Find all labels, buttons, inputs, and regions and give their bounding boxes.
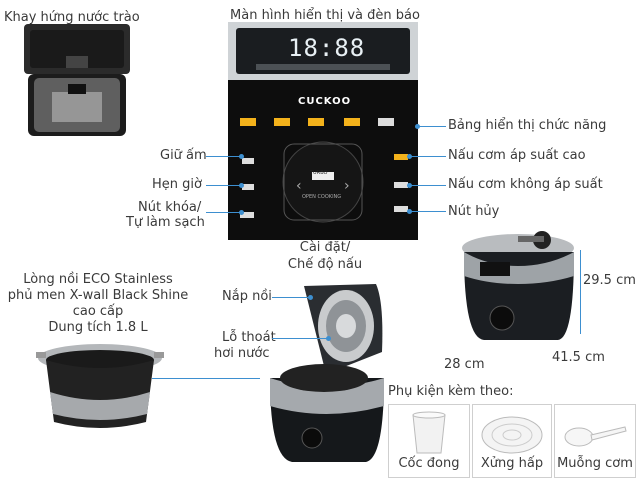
tray-image	[22, 22, 132, 140]
steamer-label: Xửng hấp	[480, 456, 544, 471]
pressure-cook-label: Nấu cơm áp suất cao	[448, 148, 586, 163]
accessories-title: Phụ kiện kèm theo:	[388, 384, 514, 399]
cup-label: Cốc đong	[398, 456, 460, 471]
pot-label-2: phủ men X-wall Black Shine	[7, 288, 189, 303]
timer-label: Hẹn giờ	[152, 177, 202, 192]
svg-text:‹: ‹	[296, 178, 302, 194]
non-pressure-cook-label: Nấu cơm không áp suất	[448, 177, 603, 192]
pot-label-1: Lòng nồi ECO Stainless	[23, 272, 173, 287]
lid-label: Nắp nồi	[222, 289, 272, 304]
settings-label-1: Cài đặt/	[299, 240, 351, 255]
width-label: 28 cm	[444, 357, 485, 372]
panel-clock: 18:88	[288, 34, 366, 62]
dial-text-open-cooking: OPEN COOKING	[302, 194, 342, 200]
vent-label-2: hơi nước	[214, 346, 270, 361]
height-label: 29.5 cm	[583, 273, 636, 288]
spoon-label: Muỗng cơm	[557, 456, 633, 471]
lock-clean-label-1: Nút khóa/	[138, 200, 202, 215]
cooker-image	[458, 228, 578, 344]
keep-warm-label: Giữ ấm	[160, 148, 207, 163]
dial-text-turbo: TURBO	[310, 170, 328, 176]
lock-clean-label-2: Tự làm sạch	[126, 215, 205, 230]
depth-label: 41.5 cm	[552, 350, 605, 365]
display-label: Màn hình hiển thị và đèn báo	[230, 8, 420, 23]
open-cooker-image	[266, 282, 390, 466]
svg-text:›: ›	[344, 178, 350, 194]
function-panel-label: Bảng hiển thị chức năng	[448, 118, 607, 133]
accessory-cup: Cốc đong	[388, 404, 470, 478]
control-panel: ‹ › 18:88 CUCKOO TURBO OPEN COOKING	[228, 22, 418, 240]
cancel-label: Nút hủy	[448, 204, 500, 219]
inner-pot-image	[34, 342, 166, 432]
pot-label-3: cao cấp	[72, 304, 124, 319]
panel-brand: CUCKOO	[298, 96, 352, 107]
tray-label: Khay hứng nước trào	[4, 10, 140, 25]
accessory-steamer: Xửng hấp	[472, 404, 552, 478]
accessory-spoon: Muỗng cơm	[554, 404, 636, 478]
vent-label-1: Lỗ thoát	[222, 330, 276, 345]
pot-label-4: Dung tích 1.8 L	[48, 320, 148, 335]
settings-label-2: Chế độ nấu	[287, 257, 363, 272]
